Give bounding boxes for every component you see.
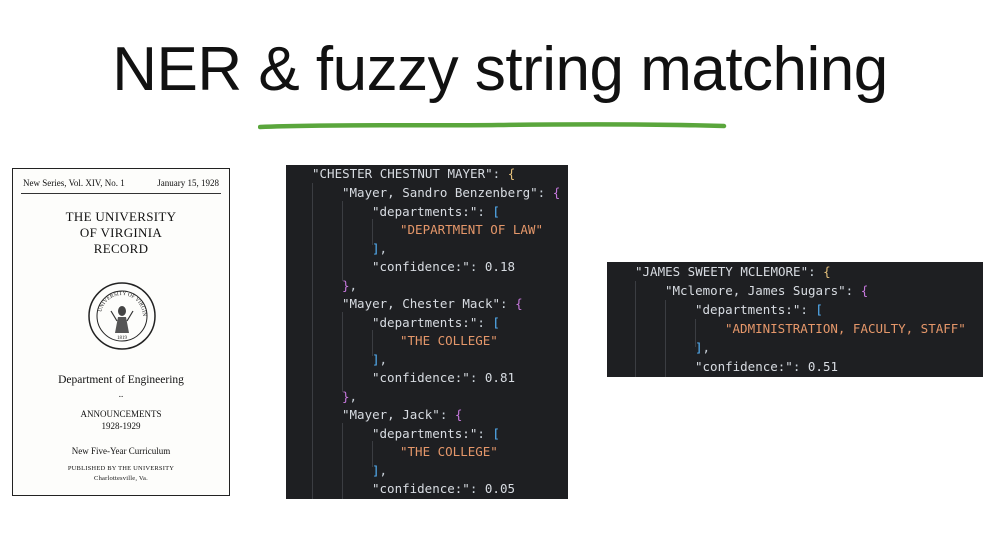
json-key: "Mayer, Sandro Benzenberg" <box>342 185 538 200</box>
json-string: "THE COLLEGE" <box>400 333 498 348</box>
json-key: "Mayer, Chester Mack" <box>342 296 501 311</box>
doc-published: PUBLISHED BY THE UNIVERSITY <box>67 465 175 472</box>
json-number: 0.05 <box>484 481 516 496</box>
title-underline <box>258 122 727 130</box>
json-key: "confidence:" <box>695 359 793 374</box>
json-key: "JAMES SWEETY MCLEMORE" <box>635 264 809 279</box>
json-key: "Mayer, Jack" <box>342 407 440 422</box>
doc-title-line-2: OF VIRGINIA <box>79 225 163 240</box>
seal-year: 1819 <box>117 336 128 341</box>
doc-curriculum: New Five-Year Curriculum <box>71 446 171 456</box>
json-key: "departments:" <box>695 302 801 317</box>
university-seal-icon: UNIVERSITY OF VIRGINIA 1819 <box>87 281 156 350</box>
json-number: 0.81 <box>484 370 516 385</box>
doc-place: Charlottesville, Va. <box>94 475 148 482</box>
json-string: "THE COLLEGE" <box>400 444 498 459</box>
doc-dots: .. <box>118 389 124 399</box>
doc-announcements: ANNOUNCEMENTS <box>80 409 162 419</box>
json-string: "DEPARTMENT OF LAW" <box>400 222 543 237</box>
json-key: "CHESTER CHESTNUT MAYER" <box>312 166 493 181</box>
json-key: "confidence:" <box>372 259 470 274</box>
json-number: 0.51 <box>807 359 839 374</box>
document-page: New Series, Vol. XIV, No. 1 January 15, … <box>12 168 230 496</box>
doc-title-line-3: RECORD <box>93 241 149 256</box>
json-key: "departments:" <box>372 426 478 441</box>
json-key: "departments:" <box>372 204 478 219</box>
json-string: "ADMINISTRATION, FACULTY, STAFF" <box>725 321 966 336</box>
doc-header-right: January 15, 1928 <box>157 178 219 188</box>
code-panel-left: "CHESTER CHESTNUT MAYER": { "Mayer, Sand… <box>286 165 568 499</box>
json-number: 0.18 <box>484 259 516 274</box>
json-key: "departments:" <box>372 315 478 330</box>
code-panel-right: "JAMES SWEETY MCLEMORE": { "Mclemore, Ja… <box>607 262 983 377</box>
json-key: "confidence:" <box>372 370 470 385</box>
doc-title-line-1: THE UNIVERSITY <box>65 209 177 224</box>
json-key: "confidence:" <box>372 481 470 496</box>
doc-rule <box>21 193 221 194</box>
doc-header-left: New Series, Vol. XIV, No. 1 <box>23 178 125 188</box>
slide-title: NER & fuzzy string matching <box>112 35 888 104</box>
doc-department: Department of Engineering <box>58 374 184 386</box>
doc-years: 1928-1929 <box>101 421 141 431</box>
json-key: "Mclemore, James Sugars" <box>665 283 846 298</box>
